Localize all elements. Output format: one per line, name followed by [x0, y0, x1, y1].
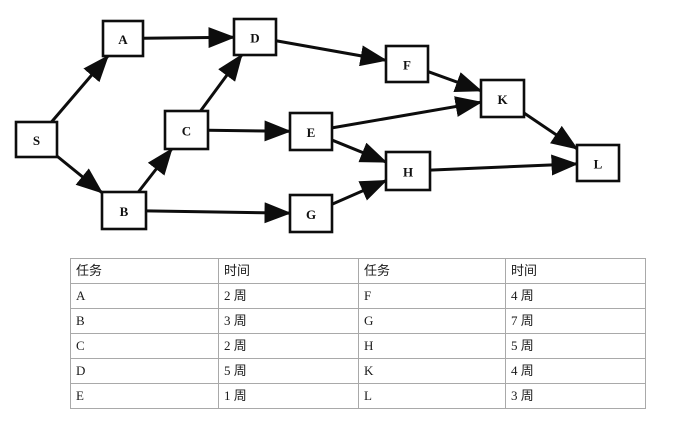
table-cell: K: [358, 358, 506, 384]
node-g[interactable]: G: [288, 193, 334, 234]
edge-c-to-e: [207, 120, 292, 142]
table-cell: 4 周: [505, 358, 646, 384]
table-cell: 4 周: [505, 283, 646, 309]
node-f[interactable]: F: [384, 44, 430, 84]
table-cell: 2 周: [218, 283, 359, 309]
node-label-l: L: [594, 157, 603, 172]
node-label-f: F: [403, 58, 411, 73]
node-box-f: [384, 44, 430, 84]
table-cell: 2 周: [218, 333, 359, 359]
node-box-s: [14, 120, 59, 159]
table-header-cell: 任务: [70, 258, 219, 284]
table-cell: H: [358, 333, 506, 359]
node-box-d: [232, 17, 278, 57]
table-cell: D: [70, 358, 219, 384]
node-label-h: H: [403, 165, 413, 180]
table-header-row: 任务时间任务时间: [70, 258, 646, 284]
edge-c-to-d: [199, 53, 243, 112]
edges-layer: [50, 27, 579, 224]
node-label-s: S: [33, 133, 40, 148]
table-cell: E: [70, 383, 219, 409]
node-label-b: B: [120, 204, 129, 219]
node-b[interactable]: B: [100, 190, 148, 231]
node-label-c: C: [182, 124, 191, 139]
node-c[interactable]: C: [163, 109, 210, 151]
node-label-k: K: [497, 92, 508, 107]
node-a[interactable]: A: [101, 19, 145, 58]
node-box-b: [100, 190, 148, 231]
table-cell: G: [358, 308, 506, 334]
table-cell: L: [358, 383, 506, 409]
node-label-g: G: [306, 207, 316, 222]
table-cell: 5 周: [505, 333, 646, 359]
table-cell: A: [70, 283, 219, 309]
node-box-k: [479, 78, 526, 119]
edge-h-to-l: [429, 154, 579, 176]
diagram-canvas: S A D F K L C E H B G: [14, 17, 621, 234]
node-label-a: A: [118, 32, 128, 47]
edge-d-to-f: [275, 39, 388, 67]
edge-s-to-b: [56, 154, 104, 194]
table-cell: 7 周: [505, 308, 646, 334]
node-box-c: [163, 109, 210, 151]
node-h[interactable]: H: [384, 150, 432, 192]
edge-k-to-l: [523, 111, 579, 151]
nodes-layer: S A D F K L C E H B G: [14, 17, 621, 234]
table-cell: B: [70, 308, 219, 334]
table-header-cell: 时间: [218, 258, 359, 284]
edge-b-to-c: [137, 147, 173, 193]
table-cell: 1 周: [218, 383, 359, 409]
table-header-cell: 任务: [358, 258, 506, 284]
node-k[interactable]: K: [479, 78, 526, 119]
table-cell: 3 周: [218, 308, 359, 334]
edge-e-to-h: [331, 138, 388, 164]
node-box-l: [575, 143, 621, 183]
edge-b-to-g: [145, 202, 292, 224]
edge-s-to-a: [50, 54, 110, 123]
edge-a-to-d: [142, 27, 236, 49]
activity-network-diagram: S A D F K L C E H B G: [14, 17, 621, 234]
edge-e-to-k: [331, 96, 483, 130]
table-cell: 3 周: [505, 383, 646, 409]
node-box-a: [101, 19, 145, 58]
table-cell: 5 周: [218, 358, 359, 384]
node-label-d: D: [250, 31, 259, 46]
node-d[interactable]: D: [232, 17, 278, 57]
node-box-h: [384, 150, 432, 192]
node-s[interactable]: S: [14, 120, 59, 159]
node-l[interactable]: L: [575, 143, 621, 183]
table-cell: F: [358, 283, 506, 309]
node-box-e: [288, 111, 334, 152]
edge-f-to-k: [427, 70, 483, 93]
edge-g-to-h: [331, 179, 388, 206]
node-label-e: E: [307, 125, 316, 140]
node-e[interactable]: E: [288, 111, 334, 152]
node-box-g: [288, 193, 334, 234]
table-header-cell: 时间: [505, 258, 646, 284]
table-cell: C: [70, 333, 219, 359]
